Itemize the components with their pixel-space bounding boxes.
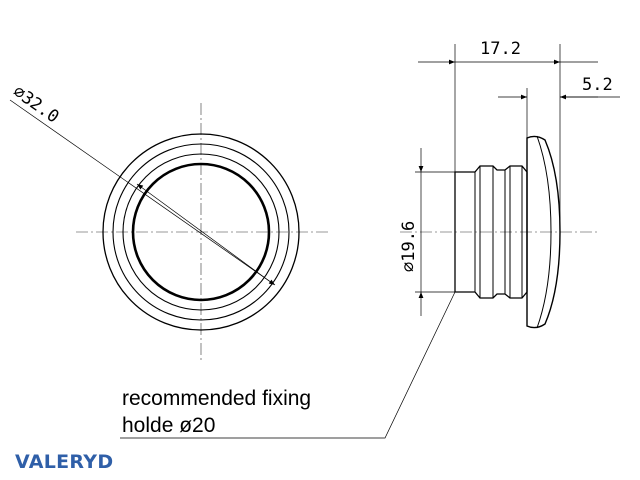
flange-thickness-label: 5.2 [582,75,613,95]
valeryd-logo: VALERYD [15,451,113,473]
lens-circle [131,162,271,302]
lens-rim-circle [122,153,280,311]
note-line-1: recommended fixing [122,387,311,410]
diameter-arrow-line [136,183,273,284]
inner-flange-circle [112,143,290,321]
front-view: ∅32.0 [9,82,328,360]
flange-cap [526,135,561,329]
body-diameter-label: ∅19.6 [399,221,419,272]
overall-length-label: 17.2 [480,39,521,59]
note-line-2: holde ø20 [122,414,215,437]
note-leader-line [120,291,456,439]
outer-flange-circle [102,133,300,331]
side-view: 17.2 5.2 ∅19.6 [120,39,620,439]
diameter-dimension-line [9,99,276,286]
flange-cap-inner [536,135,552,329]
